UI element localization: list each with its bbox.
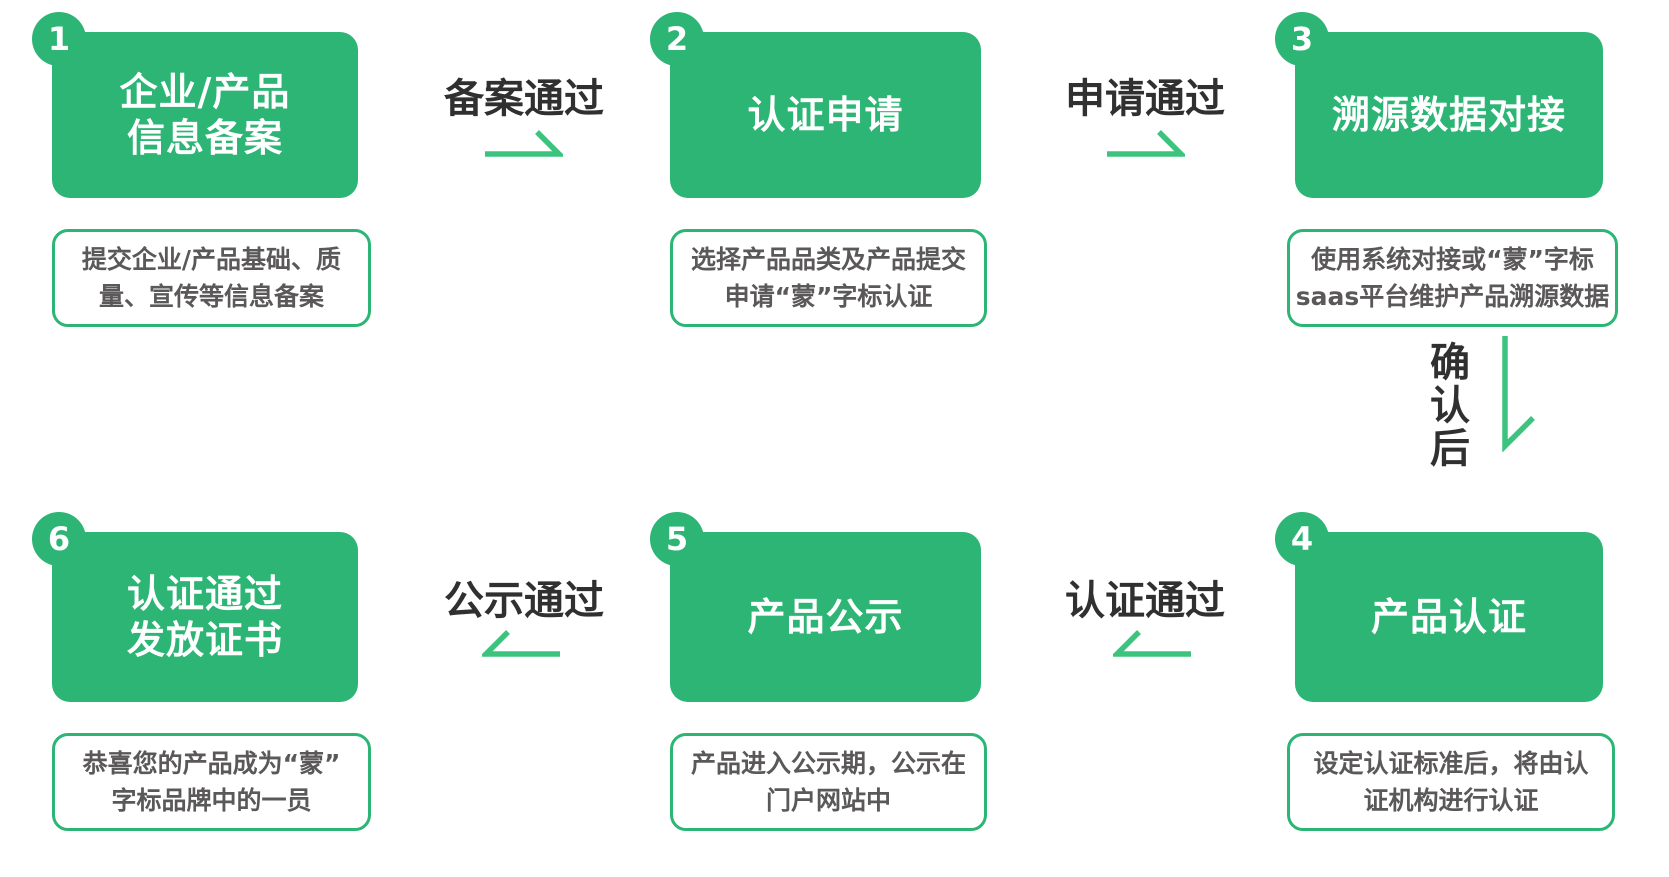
- step-1-desc-line2: 量、宣传等信息备案: [98, 282, 324, 311]
- step-4-number: 4: [1290, 520, 1314, 558]
- step-4-box: 产品认证: [1295, 532, 1603, 702]
- step-2-box: 认证申请: [670, 32, 981, 198]
- step-3-description: 使用系统对接或“蒙”字标 saas平台维护产品溯源数据: [1287, 229, 1618, 327]
- transition-certification-passed-label: 认证通过: [1065, 578, 1225, 624]
- step-5-title-line1: 产品公示: [747, 594, 904, 639]
- after-confirmation-char2: 认: [1430, 383, 1470, 430]
- arrow-right-icon: [483, 125, 563, 159]
- step-5-desc-line2: 门户网站中: [765, 786, 891, 815]
- step-2-desc-line1: 选择产品品类及产品提交: [690, 244, 966, 274]
- step-6-desc-line1: 恭喜您的产品成为“蒙”: [82, 748, 341, 778]
- step-4-description: 设定认证标准后，将由认 证机构进行认证: [1287, 733, 1615, 831]
- step-2-description: 选择产品品类及产品提交 申请“蒙”字标认证: [670, 229, 987, 327]
- arrow-left-icon: [482, 625, 562, 659]
- step-6-title-line2: 发放证书: [126, 618, 283, 662]
- transition-publicity-passed-label: 公示通过: [444, 578, 604, 624]
- step-2-number: 2: [665, 20, 689, 58]
- arrow-left-icon: [1113, 625, 1193, 659]
- step-6-title-line1: 认证通过: [126, 571, 283, 616]
- step-5-desc-line1: 产品进入公示期，公示在: [690, 748, 966, 778]
- after-confirmation-char3: 后: [1430, 426, 1470, 473]
- step-4-title-line1: 产品认证: [1370, 594, 1527, 639]
- step-4-desc-line1: 设定认证标准后，将由认: [1313, 748, 1589, 778]
- step-1-box: 企业/产品 信息备案: [52, 32, 358, 198]
- step-1-number: 1: [47, 20, 71, 58]
- step-3-box: 溯源数据对接: [1295, 32, 1603, 198]
- step-3-number: 3: [1290, 20, 1314, 58]
- step-6-description: 恭喜您的产品成为“蒙” 字标品牌中的一员: [52, 733, 371, 831]
- step-5-box: 产品公示: [670, 532, 981, 702]
- step-5-description: 产品进入公示期，公示在 门户网站中: [670, 733, 987, 831]
- arrow-right-icon: [1105, 125, 1185, 159]
- arrow-down-icon: [1495, 334, 1541, 452]
- transition-after-confirmation-label: 确 认 后: [1428, 340, 1472, 473]
- after-confirmation-char1: 确: [1430, 340, 1470, 386]
- step-6-box: 认证通过 发放证书: [52, 532, 358, 702]
- step-1-description: 提交企业/产品基础、质 量、宣传等信息备案: [52, 229, 371, 327]
- step-3-desc-line2: saas平台维护产品溯源数据: [1295, 282, 1610, 311]
- step-6-desc-line2: 字标品牌中的一员: [111, 786, 312, 815]
- transition-filing-passed-label: 备案通过: [444, 76, 604, 122]
- step-2-desc-line2: 申请“蒙”字标认证: [724, 282, 933, 311]
- step-1-title-line1: 企业/产品: [119, 69, 291, 114]
- step-4-desc-line2: 证机构进行认证: [1363, 786, 1539, 815]
- step-2-title-line1: 认证申请: [747, 92, 904, 137]
- step-1-desc-line1: 提交企业/产品基础、质: [81, 244, 342, 274]
- transition-application-passed-label: 申请通过: [1065, 76, 1225, 122]
- step-6-number: 6: [47, 520, 71, 558]
- step-5-number: 5: [665, 520, 689, 558]
- step-3-desc-line1: 使用系统对接或“蒙”字标: [1311, 244, 1594, 274]
- step-3-title-line1: 溯源数据对接: [1331, 92, 1566, 137]
- step-1-title-line2: 信息备案: [126, 116, 283, 160]
